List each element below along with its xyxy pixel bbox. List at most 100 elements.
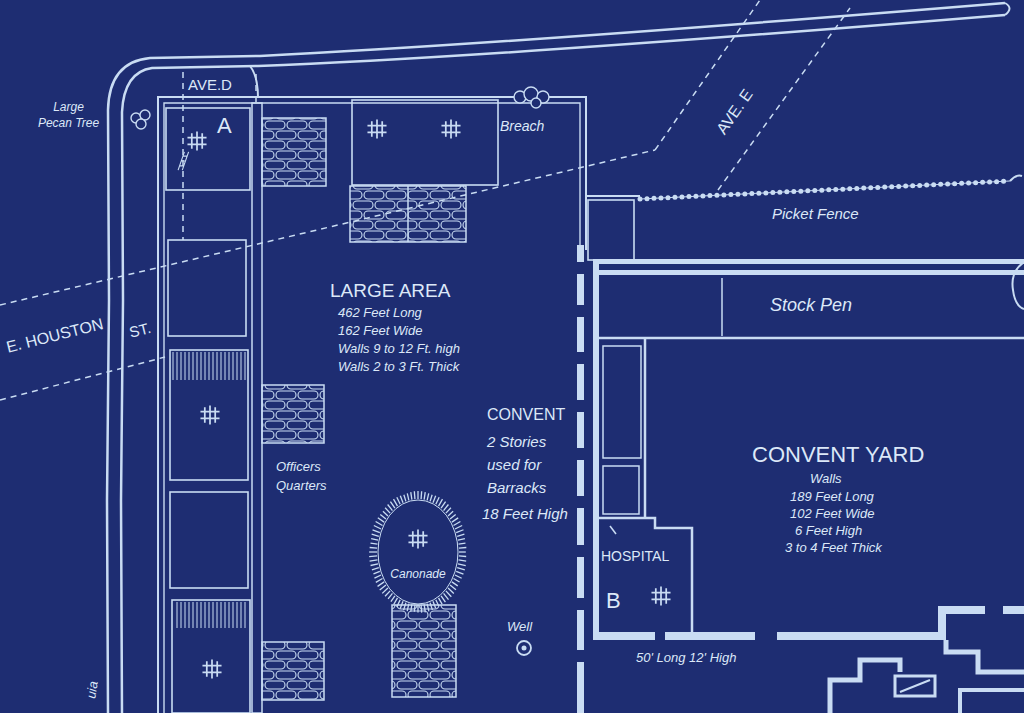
dimension-text: 189 Feet Long — [790, 490, 874, 505]
pecan-tree — [136, 119, 146, 129]
emplacement-fringe — [407, 493, 409, 500]
church-buildings — [830, 660, 900, 713]
church-buildings — [895, 676, 935, 696]
well-symbol — [522, 646, 527, 651]
church-buildings — [830, 640, 1024, 713]
emplacement-fringe — [446, 591, 451, 597]
emplacement-outline — [378, 500, 458, 604]
emplacement-fringe — [459, 547, 466, 549]
emplacement-fringe — [439, 499, 443, 506]
emplacement-fringe — [444, 593, 449, 599]
emplacement-fringe — [459, 555, 466, 557]
palisade-logs — [262, 642, 324, 700]
emplacement-fringe — [373, 530, 380, 533]
convent-walls — [599, 337, 1024, 340]
street-lines — [0, 0, 850, 400]
street-name: AVE. E — [713, 86, 757, 138]
building-note: 2 Stories used for Barracks — [487, 430, 565, 499]
well-label: Well — [507, 620, 532, 635]
emplacement-fringe — [424, 492, 425, 500]
palisade-logs — [262, 118, 466, 700]
cannon-symbols — [367, 119, 386, 138]
emplacement-fringe — [450, 585, 456, 590]
building-label: CONVENT — [487, 406, 565, 424]
street-lines — [655, 0, 760, 150]
dimension-text: 162 Feet Wide — [338, 324, 422, 339]
convent-walls — [644, 338, 647, 518]
emplacement-fringe — [427, 493, 429, 500]
convent-yard: HOSPITALBCONVENT YARDWalls189 Feet Long1… — [599, 340, 1024, 632]
emplacement-fringe — [439, 598, 443, 604]
convent-walls — [577, 496, 584, 508]
emplacement-fringe — [378, 518, 384, 522]
palisade-logs — [350, 186, 466, 242]
emplacement-fringe — [404, 495, 406, 502]
emplacement-fringe — [430, 495, 432, 502]
emplacement-fringe — [454, 522, 461, 526]
emplacement-fringe — [454, 579, 460, 583]
emplacement-fringe — [380, 514, 386, 519]
cannon-symbols — [408, 529, 427, 548]
emplacement-fringe — [457, 568, 465, 570]
emplacement-fringe — [459, 560, 467, 561]
street-lines — [0, 357, 165, 400]
convent-walls — [1012, 262, 1024, 309]
convent-walls — [577, 545, 584, 557]
cannon-symbols — [202, 659, 221, 678]
street-name: AVE.D — [188, 76, 232, 93]
emplacement-fringe — [452, 582, 458, 586]
room-letter: B — [606, 588, 621, 613]
emplacement-fringe — [459, 543, 466, 544]
emplacement-fringe — [382, 588, 388, 593]
convent-walls — [603, 346, 641, 458]
palisade-logs — [392, 605, 456, 697]
emplacement-fringe — [394, 499, 398, 506]
emplacement-fringe — [374, 575, 381, 578]
quarters-rooms — [168, 240, 246, 336]
breach-label: Breach — [500, 118, 544, 134]
palisade-logs — [262, 385, 324, 443]
convent-walls — [593, 259, 1024, 264]
emplacement-fringe — [417, 491, 418, 499]
emplacement-fringe — [455, 526, 462, 529]
emplacement-fringe — [376, 522, 383, 526]
breach-rubble — [514, 87, 549, 108]
emplacement-outline — [368, 490, 468, 614]
dimension-text: Walls — [810, 472, 842, 487]
emplacement-fringe — [394, 598, 398, 605]
emplacement-fringe — [397, 497, 400, 504]
street-name: ST. — [127, 319, 152, 341]
emplacement-fringe — [374, 526, 381, 529]
emplacement-fringe — [456, 530, 463, 533]
convent-walls — [577, 598, 584, 610]
emplacement-fringe — [424, 604, 425, 612]
emplacement-fringe — [369, 555, 377, 557]
convent-walls — [603, 466, 639, 514]
quarters-rooms — [174, 602, 248, 628]
picket-fence — [640, 176, 1022, 199]
convent-walls — [755, 632, 777, 640]
room-title: HOSPITAL — [601, 548, 669, 564]
stock-pen: Stock Pen — [599, 277, 1024, 337]
convent-walls — [588, 200, 634, 260]
dimension-text: 3 to 4 Feet Thick — [785, 541, 882, 556]
emplacement-fringe — [369, 551, 377, 552]
cannon-symbols — [178, 152, 189, 170]
hospital-room: HOSPITAL B — [599, 518, 692, 632]
quarters-rooms — [166, 108, 250, 190]
emplacement-fringe — [414, 491, 416, 499]
convent-walls — [577, 400, 584, 412]
emplacement-fringe — [430, 603, 432, 610]
emplacement-fringe — [380, 585, 386, 590]
acequia-ditch — [1005, 3, 1010, 15]
pen-label: Stock Pen — [770, 295, 852, 316]
quarters-rooms — [166, 100, 498, 713]
quarters-rooms — [170, 350, 248, 480]
emplacement-fringe — [400, 601, 403, 608]
picket-fence — [640, 181, 1010, 199]
emplacement-fringe — [407, 604, 409, 611]
acequia-ditch — [107, 3, 1010, 713]
dimension-text: 462 Feet Long — [338, 306, 422, 321]
cannon-emplacement: Canonade — [368, 490, 468, 614]
